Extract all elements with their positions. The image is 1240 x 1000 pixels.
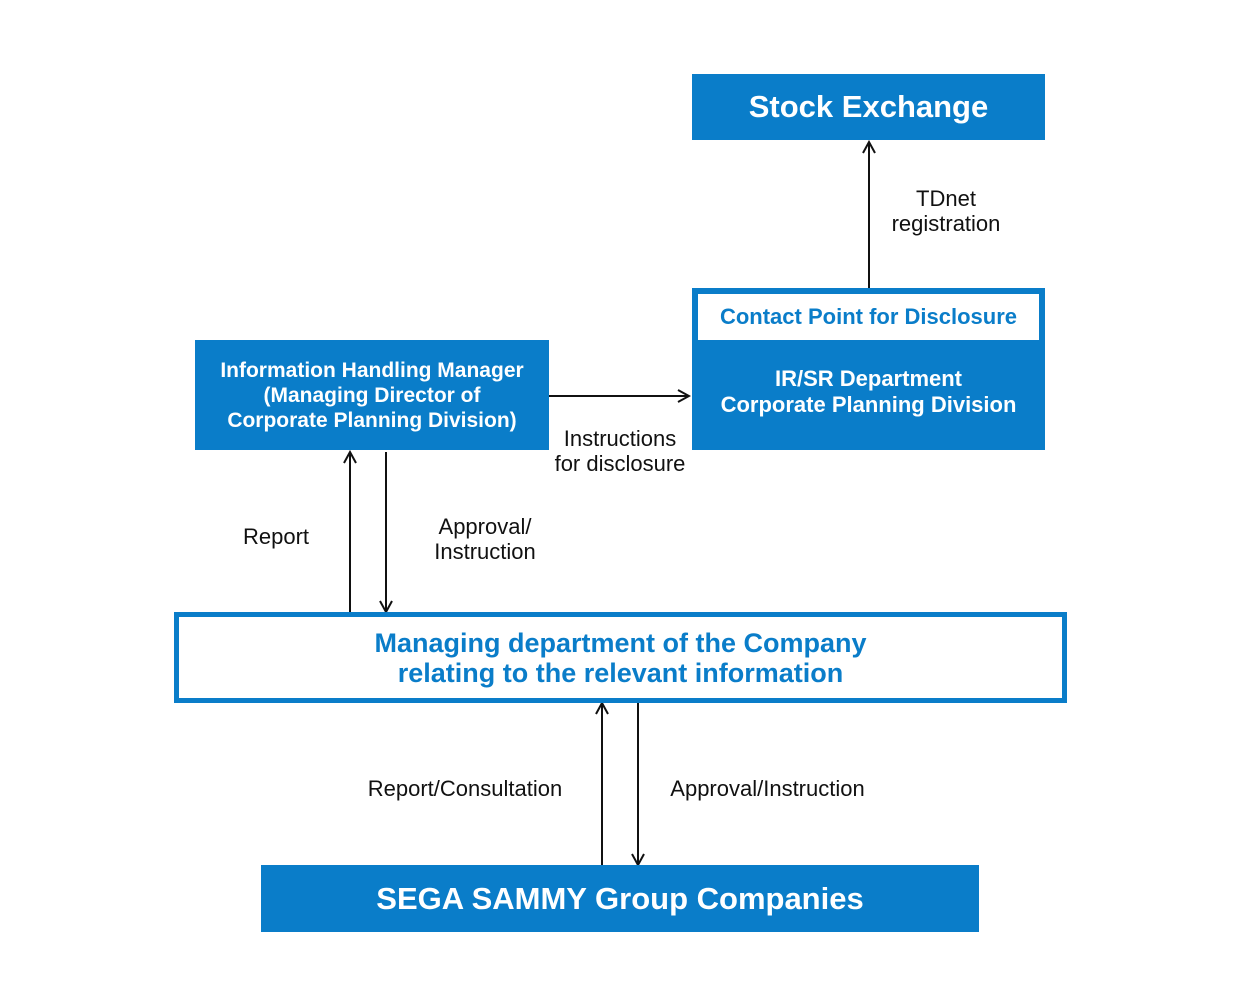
tdnet-label: TDnet registration bbox=[891, 186, 1001, 236]
managing-department-node: Managing department of the Company relat… bbox=[174, 612, 1067, 703]
info-manager-label: Information Handling Manager (Managing D… bbox=[220, 358, 524, 432]
stock-exchange-node: Stock Exchange bbox=[692, 74, 1045, 140]
ir-sr-node: Contact Point for Disclosure IR/SR Depar… bbox=[692, 288, 1045, 450]
group-companies-label: SEGA SAMMY Group Companies bbox=[376, 880, 864, 916]
info-manager-node: Information Handling Manager (Managing D… bbox=[195, 340, 549, 450]
approval-lower-label: Approval/Instruction bbox=[670, 776, 865, 801]
instructions-label: Instructions for disclosure bbox=[554, 426, 686, 476]
contact-point-label: Contact Point for Disclosure bbox=[719, 304, 1018, 329]
ir-sr-label: IR/SR Department Corporate Planning Divi… bbox=[720, 366, 1017, 417]
stock-exchange-label: Stock Exchange bbox=[748, 89, 989, 124]
report-label: Report bbox=[242, 524, 310, 549]
approval-upper-label: Approval/ Instruction bbox=[434, 514, 536, 564]
report-consultation-label: Report/Consultation bbox=[367, 776, 563, 801]
group-companies-node: SEGA SAMMY Group Companies bbox=[261, 865, 979, 932]
managing-department-label: Managing department of the Company relat… bbox=[374, 627, 867, 688]
contact-point-banner: Contact Point for Disclosure bbox=[698, 294, 1039, 340]
